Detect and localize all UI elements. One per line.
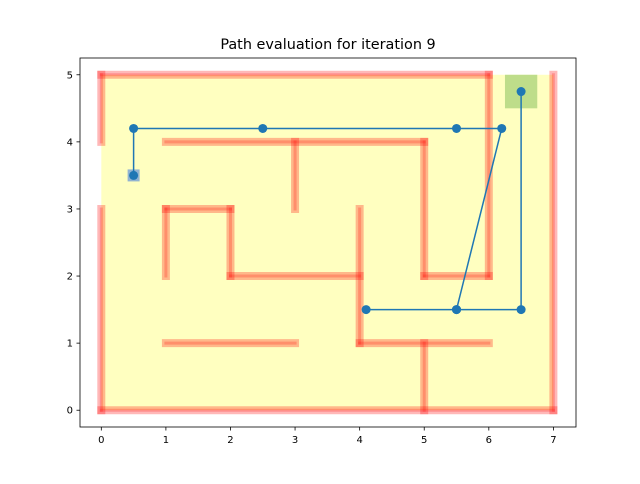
y-tick-label: 2 bbox=[67, 272, 73, 283]
x-tick-label: 5 bbox=[421, 435, 427, 446]
path-point bbox=[516, 305, 526, 315]
x-tick-label: 3 bbox=[292, 435, 298, 446]
path-point bbox=[516, 87, 526, 97]
path-point bbox=[258, 123, 268, 133]
x-tick-label: 2 bbox=[227, 435, 233, 446]
chart-title: Path evaluation for iteration 9 bbox=[220, 37, 435, 53]
y-tick-label: 4 bbox=[67, 137, 73, 148]
path-point bbox=[452, 123, 462, 133]
plot-area bbox=[97, 70, 558, 415]
axes: 0 1 2 3 4 5 6 7 0 1 2 3 4 5 bbox=[67, 57, 577, 446]
path-point bbox=[129, 123, 139, 133]
x-tick-label: 1 bbox=[163, 435, 169, 446]
y-tick-label: 5 bbox=[67, 70, 73, 81]
x-tick-label: 4 bbox=[356, 435, 362, 446]
path-point bbox=[361, 305, 371, 315]
maze-area bbox=[101, 74, 554, 411]
x-tick-label: 0 bbox=[98, 435, 104, 446]
path-point bbox=[452, 305, 462, 315]
axes-frame bbox=[79, 57, 577, 428]
path-point bbox=[497, 123, 507, 133]
y-tick-label: 1 bbox=[67, 339, 73, 350]
path-line bbox=[132, 91, 522, 311]
path-point bbox=[129, 170, 139, 180]
y-tick-label: 3 bbox=[67, 204, 73, 215]
x-tick-label: 7 bbox=[550, 435, 556, 446]
y-tick-label: 0 bbox=[67, 406, 73, 417]
x-tick-label: 6 bbox=[486, 435, 492, 446]
